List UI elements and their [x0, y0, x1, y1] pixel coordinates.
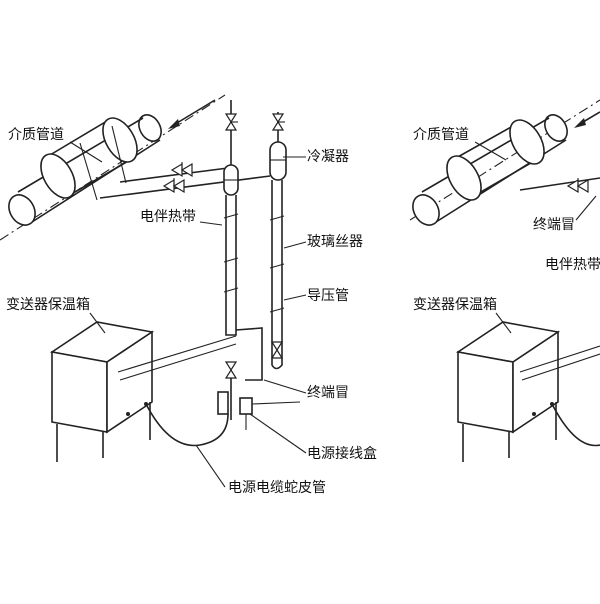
label-end-cap-right: 终端冒: [533, 217, 575, 233]
label-condenser: 冷凝器: [307, 149, 349, 165]
pipe-axis-line: [0, 94, 226, 241]
label-electric-heat-tracing: 电伴热带: [140, 209, 196, 225]
label-glass-wool: 玻璃丝器: [307, 234, 363, 250]
label-power-junction-box: 电源接线盒: [307, 446, 377, 462]
flow-arrow-icon-right: [574, 111, 600, 128]
impulse-lines: [99, 162, 271, 199]
label-pressure-pipe: 导压管: [307, 288, 349, 304]
condenser-right: [269, 112, 287, 181]
pipe-axis-line-right: [409, 99, 600, 221]
medium-pipe: [8, 114, 162, 226]
medium-pipe-right: [412, 114, 600, 226]
flow-arrow-icon: [168, 99, 216, 129]
label-electric-heat-tracing-right: 电伴热带: [545, 257, 600, 273]
label-medium-pipe-right: 介质管道: [413, 127, 469, 143]
leader-lines-right: [474, 141, 597, 334]
end-cap-and-junction: [217, 391, 301, 430]
label-cable-conduit: 电源电缆蛇皮管: [228, 480, 326, 496]
label-medium-pipe: 介质管道: [8, 127, 64, 143]
leader-lines-left: [69, 141, 307, 488]
cable-conduit: [145, 403, 229, 447]
label-transmitter-box-right: 变送器保温箱: [413, 297, 497, 313]
condenser-left: [223, 100, 239, 196]
transmitter-box-right: [455, 321, 600, 462]
label-transmitter-box: 变送器保温箱: [6, 297, 90, 313]
transmitter-box: [49, 321, 237, 462]
label-end-cap: 终端冒: [307, 385, 349, 401]
heat-traced-tubes: [223, 180, 285, 420]
